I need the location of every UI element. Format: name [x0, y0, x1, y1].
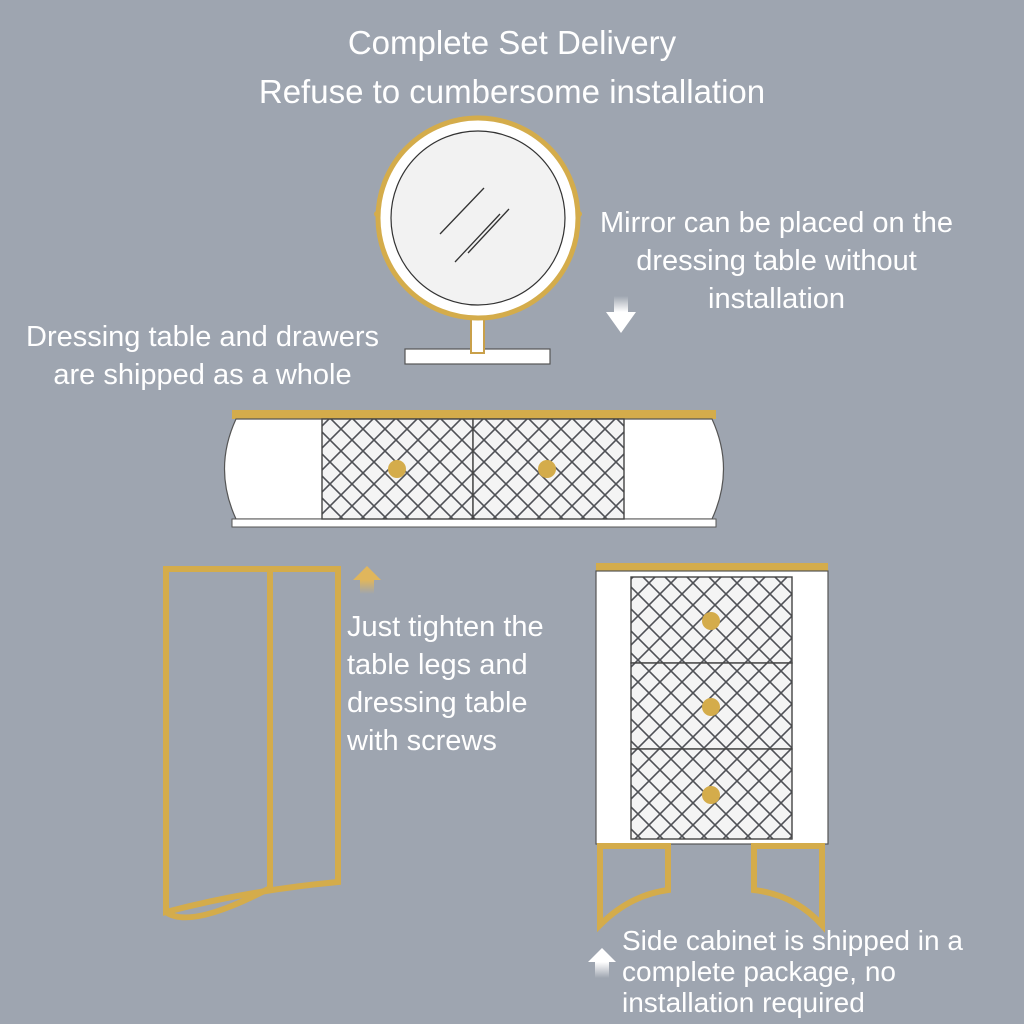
table-note: Dressing table and drawers are shipped a…	[26, 318, 379, 394]
screw-note-line: with screws	[347, 725, 497, 757]
up-arrow-icon	[353, 566, 381, 594]
table-note-line: are shipped as a whole	[53, 359, 352, 391]
drawer-knob	[388, 460, 406, 478]
mirror-pivot	[576, 211, 582, 217]
table-note-line: Dressing table and drawers	[26, 321, 380, 353]
cabinet-note-line: installation required	[622, 987, 865, 1018]
cabinet-note-line: Side cabinet is shipped in a	[622, 925, 963, 956]
up-arrow-icon	[588, 948, 616, 978]
mirror-note-line: installation	[708, 283, 846, 315]
screw-note-line: table legs and	[347, 649, 528, 681]
mirror-reflection	[467, 208, 510, 254]
screw-note-line: Just tighten the	[347, 611, 544, 643]
tabletop-gold-edge	[232, 410, 716, 419]
cabinet-legs	[597, 843, 825, 933]
mirror-reflection	[439, 187, 485, 235]
cabinet-note: Side cabinet is shipped in a complete pa…	[622, 925, 963, 1018]
drawer-knob	[538, 460, 556, 478]
mirror-note-line: Mirror can be placed on the	[600, 207, 954, 239]
drawer-knob	[702, 612, 720, 630]
cabinet-top-edge	[596, 563, 828, 571]
mirror-glass	[390, 130, 566, 306]
table-bottom-strip	[231, 518, 717, 528]
screw-note: Just tighten the table legs and dressing…	[347, 608, 544, 760]
table-legs	[163, 566, 341, 921]
mirror-reflection	[454, 213, 501, 263]
drawer-knob	[702, 698, 720, 716]
drawer-knob	[702, 786, 720, 804]
mirror-note: Mirror can be placed on the dressing tab…	[600, 204, 953, 318]
cabinet-note-line: complete package, no	[622, 956, 896, 987]
side-cabinet	[595, 563, 829, 933]
header-subtitle: Refuse to cumbersome installation	[258, 73, 766, 110]
down-arrow-icon	[606, 296, 636, 333]
mirror-pivot	[374, 211, 380, 217]
mirror-note-line: dressing table without	[636, 245, 917, 277]
header-title: Complete Set Delivery	[347, 24, 677, 61]
dressing-table-top	[223, 410, 725, 528]
round-mirror	[374, 115, 582, 365]
cabinet-drawer	[630, 576, 793, 664]
screw-note-line: dressing table	[347, 687, 528, 719]
